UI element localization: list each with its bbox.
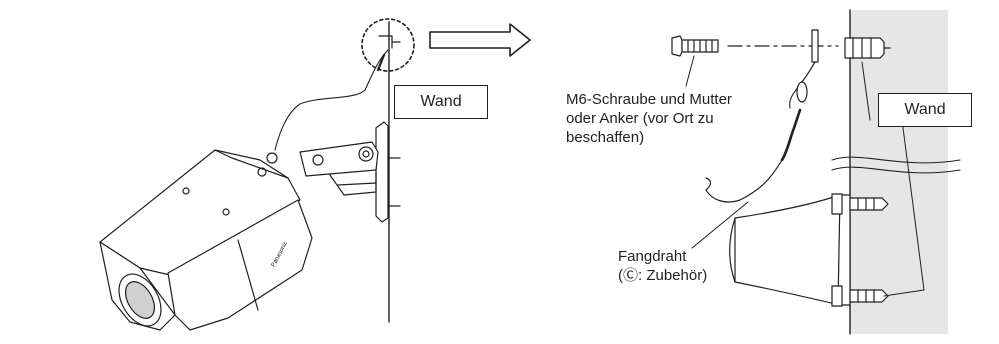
safety-wire-left <box>266 49 389 164</box>
arrow-right-icon <box>429 23 531 57</box>
mount-bracket <box>299 121 401 223</box>
wand-label-left: Wand <box>394 85 488 119</box>
bracket-section <box>729 193 889 307</box>
screw-label-line3: beschaffen) <box>566 129 645 146</box>
safety-wire-right <box>705 29 819 203</box>
m6-screw <box>671 35 719 57</box>
right-wall <box>831 9 961 335</box>
detail-circle <box>361 18 415 72</box>
anchor <box>844 37 891 59</box>
wire-label-line2: (Ⓒ: Zubehör) <box>618 267 708 284</box>
wand-label-right: Wand <box>878 93 972 127</box>
screw-label-line2: oder Anker (vor Ort zu <box>566 110 714 127</box>
screw-label-line1: M6-Schraube und Mutter <box>566 91 732 108</box>
leader-lines <box>685 55 925 297</box>
camera-body: Panasonic <box>99 149 313 331</box>
wire-label-line1: Fangdraht <box>618 248 687 265</box>
